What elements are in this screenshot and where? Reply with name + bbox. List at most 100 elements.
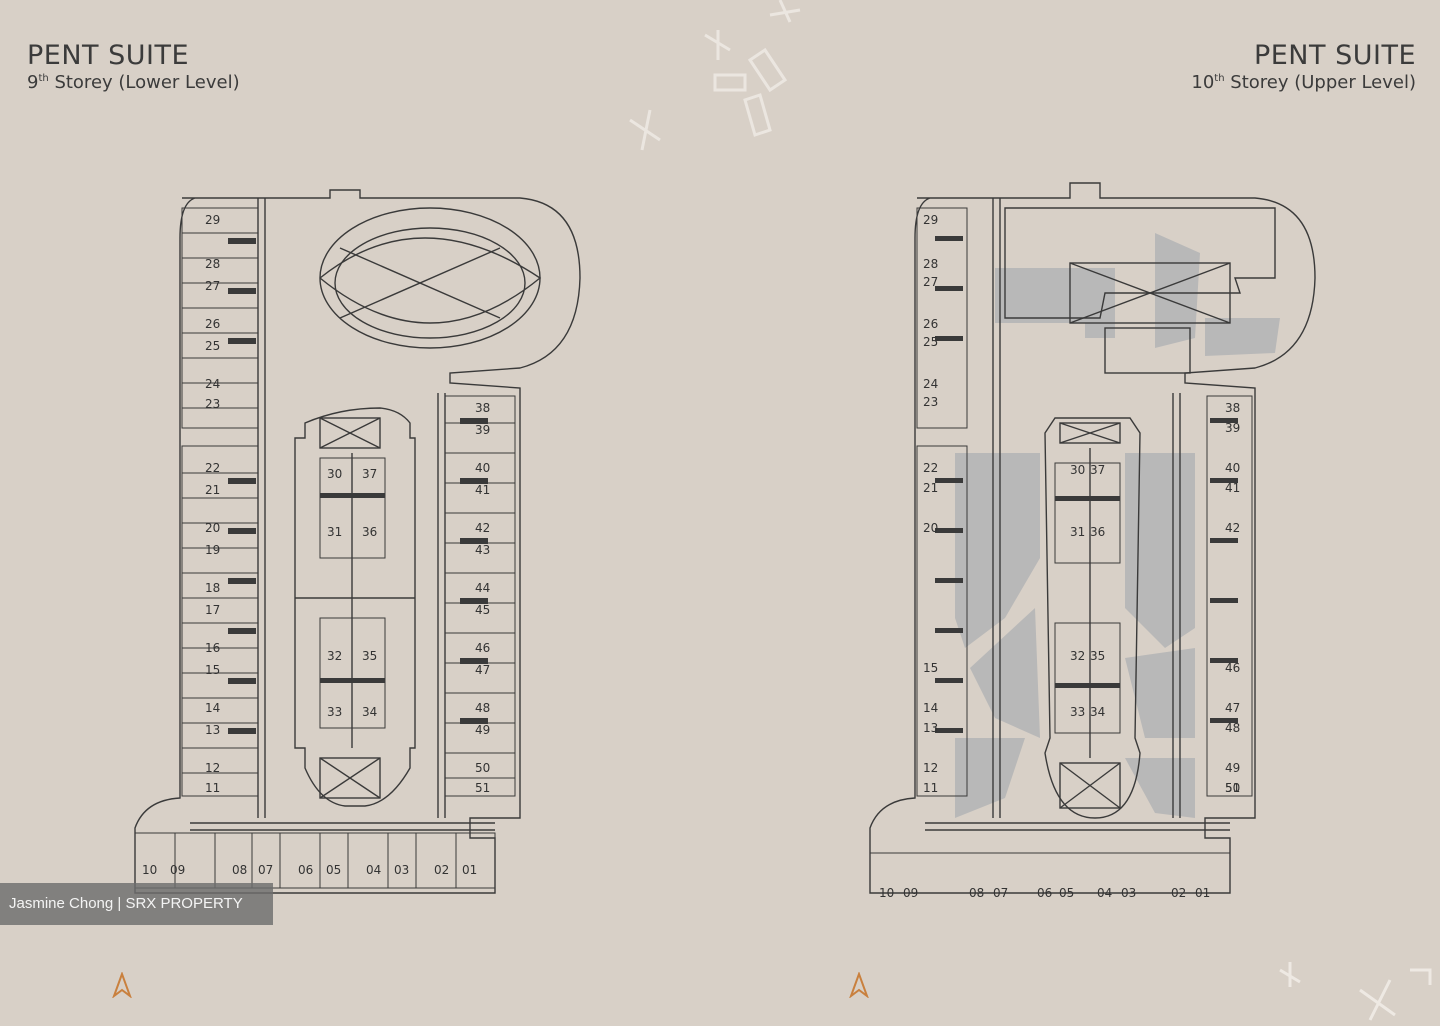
unit-label: 23 (923, 395, 938, 409)
logo-mark-icon (849, 972, 869, 998)
unit-label: 39 (475, 423, 490, 437)
cross-decoration-icon (629, 0, 801, 151)
unit-label: 05 (326, 863, 341, 877)
unit-label: 17 (205, 603, 220, 617)
unit-label: 33 (1070, 705, 1085, 719)
unit-label: 09 (170, 863, 185, 877)
unit-label: 05 (1059, 886, 1074, 900)
unit-label: 02 (1171, 886, 1186, 900)
unit-label: 45 (475, 603, 490, 617)
unit-label: 06 (298, 863, 313, 877)
unit-label: 10 (879, 886, 894, 900)
storey-subtitle-right: 10th Storey (Upper Level) (1191, 72, 1416, 93)
unit-label: 29 (923, 213, 938, 227)
unit-label: 04 (366, 863, 381, 877)
unit-label: 13 (923, 721, 938, 735)
unit-label: 16 (205, 641, 220, 655)
unit-label: 22 (923, 461, 938, 475)
unit-label: 33 (327, 705, 342, 719)
unit-label: 35 (362, 649, 377, 663)
unit-label: 04 (1097, 886, 1112, 900)
unit-label: 30 (1070, 463, 1085, 477)
cross-decoration-icon (1279, 962, 1432, 1021)
unit-label: 15 (205, 663, 220, 677)
unit-label: 31 (1070, 525, 1085, 539)
unit-label: 15 (923, 661, 938, 675)
unit-label: 49 (475, 723, 490, 737)
unit-label: 03 (394, 863, 409, 877)
unit-label: 14 (205, 701, 220, 715)
unit-label: 34 (1090, 705, 1105, 719)
floor-plan-10th-storey: 29 28 27 26 25 24 23 22 21 20 15 14 13 1… (869, 182, 1316, 900)
unit-label: 22 (205, 461, 220, 475)
unit-label: 01 (462, 863, 477, 877)
unit-label: 07 (993, 886, 1008, 900)
unit-label: 38 (475, 401, 490, 415)
unit-label: 35 (1090, 649, 1105, 663)
unit-label: 47 (475, 663, 490, 677)
unit-label: 51 (1225, 781, 1240, 795)
unit-label: 24 (205, 377, 220, 391)
unit-label: 51 (475, 781, 490, 795)
unit-label: 02 (434, 863, 449, 877)
unit-label: 46 (475, 641, 490, 655)
unit-label: 46 (1225, 661, 1240, 675)
unit-label: 48 (1225, 721, 1240, 735)
unit-label: 11 (923, 781, 938, 795)
unit-label: 40 (1225, 461, 1240, 475)
unit-label: 10 (142, 863, 157, 877)
unit-label: 43 (475, 543, 490, 557)
unit-label: 18 (205, 581, 220, 595)
unit-label: 28 (205, 257, 220, 271)
unit-label: 32 (1070, 649, 1085, 663)
watermark-banner: Jasmine Chong | SRX PROPERTY (0, 883, 273, 925)
unit-label: 07 (258, 863, 273, 877)
unit-label: 38 (1225, 401, 1240, 415)
unit-label: 49 (1225, 761, 1240, 775)
storey-subtitle-left: 9th Storey (Lower Level) (27, 72, 240, 93)
unit-label: 09 (903, 886, 918, 900)
unit-label: 29 (205, 213, 220, 227)
unit-label: 37 (362, 467, 377, 481)
unit-label: 13 (205, 723, 220, 737)
unit-label: 50 (475, 761, 490, 775)
unit-label: 21 (923, 481, 938, 495)
unit-label: 20 (205, 521, 220, 535)
unit-label: 27 (205, 279, 220, 293)
unit-label: 44 (475, 581, 490, 595)
unit-label: 24 (923, 377, 938, 391)
unit-label: 37 (1090, 463, 1105, 477)
unit-label: 41 (475, 483, 490, 497)
floor-plan-9th-storey: 29 28 27 26 25 24 23 22 21 20 19 18 17 1… (134, 189, 581, 894)
unit-label: 48 (475, 701, 490, 715)
unit-label: 26 (923, 317, 938, 331)
unit-label: 36 (362, 525, 377, 539)
unit-label: 26 (205, 317, 220, 331)
unit-label: 08 (232, 863, 247, 877)
unit-label: 27 (923, 275, 938, 289)
unit-label: 42 (1225, 521, 1240, 535)
unit-label: 20 (923, 521, 938, 535)
unit-label: 31 (327, 525, 342, 539)
unit-label: 40 (475, 461, 490, 475)
unit-label: 12 (205, 761, 220, 775)
unit-label: 36 (1090, 525, 1105, 539)
unit-label: 03 (1121, 886, 1136, 900)
unit-label: 23 (205, 397, 220, 411)
page-title-right: PENT SUITE (1253, 40, 1416, 71)
unit-label: 19 (205, 543, 220, 557)
unit-label: 47 (1225, 701, 1240, 715)
unit-label: 50 (1225, 781, 1240, 795)
unit-label: 25 (923, 335, 938, 349)
unit-label: 08 (969, 886, 984, 900)
unit-label: 11 (205, 781, 220, 795)
unit-label: 21 (205, 483, 220, 497)
unit-label: 42 (475, 521, 490, 535)
unit-label: 32 (327, 649, 342, 663)
unit-label: 41 (1225, 481, 1240, 495)
unit-label: 28 (923, 257, 938, 271)
unit-label: 39 (1225, 421, 1240, 435)
unit-label: 25 (205, 339, 220, 353)
unit-label: 30 (327, 467, 342, 481)
unit-label: 01 (1195, 886, 1210, 900)
